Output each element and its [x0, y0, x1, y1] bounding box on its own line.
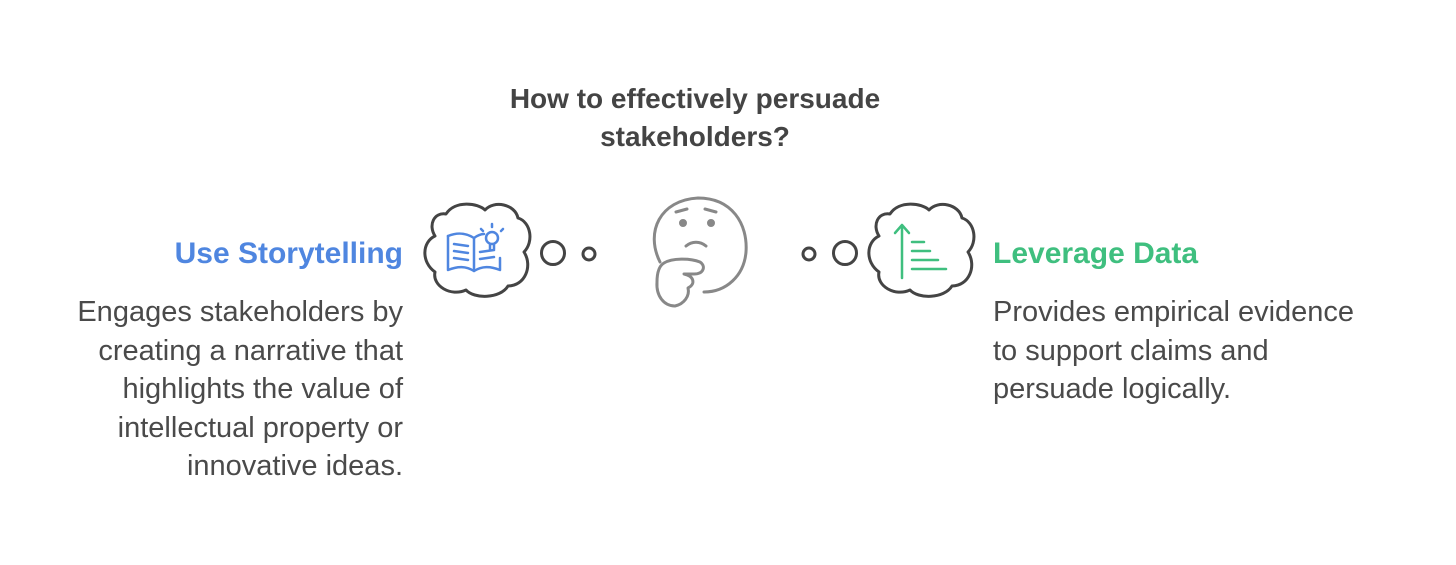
- storytelling-desc-line-2: creating a narrative that: [98, 334, 403, 367]
- storytelling-desc-line-1: Engages stakeholders by: [77, 296, 403, 328]
- option-storytelling-heading: Use Storytelling: [174, 237, 403, 270]
- thought-bubble-small-left: [581, 246, 597, 262]
- storytelling-cloud: [423, 202, 532, 298]
- storytelling-desc-line-4: intellectual property or: [117, 411, 403, 444]
- title-line-1: How to effectively persuade: [509, 83, 881, 114]
- data-desc-line-3: persuade logically.: [993, 373, 1232, 405]
- storytelling-desc-line-3: highlights the value of: [122, 373, 403, 405]
- diagram-title: How to effectively persuade stakeholders…: [0, 80, 1390, 156]
- option-data-heading: Leverage Data: [993, 237, 1199, 270]
- option-storytelling-description: Engages stakeholders by creating a narra…: [77, 293, 403, 486]
- book-lightbulb-icon: [446, 222, 505, 273]
- thought-bubble-large-right: [832, 240, 858, 266]
- title-line-2: stakeholders?: [600, 121, 790, 152]
- data-desc-line-2: to support claims and: [993, 334, 1269, 367]
- thought-bubble-small-right: [801, 246, 817, 262]
- thought-bubble-large-left: [540, 240, 566, 266]
- data-desc-line-1: Provides empirical evidence: [993, 296, 1355, 328]
- bar-chart-arrow-icon: [893, 223, 948, 280]
- option-data-description: Provides empirical evidence to support c…: [993, 293, 1354, 409]
- storytelling-desc-line-5: innovative ideas.: [186, 450, 403, 482]
- thinking-face-icon: [652, 196, 748, 308]
